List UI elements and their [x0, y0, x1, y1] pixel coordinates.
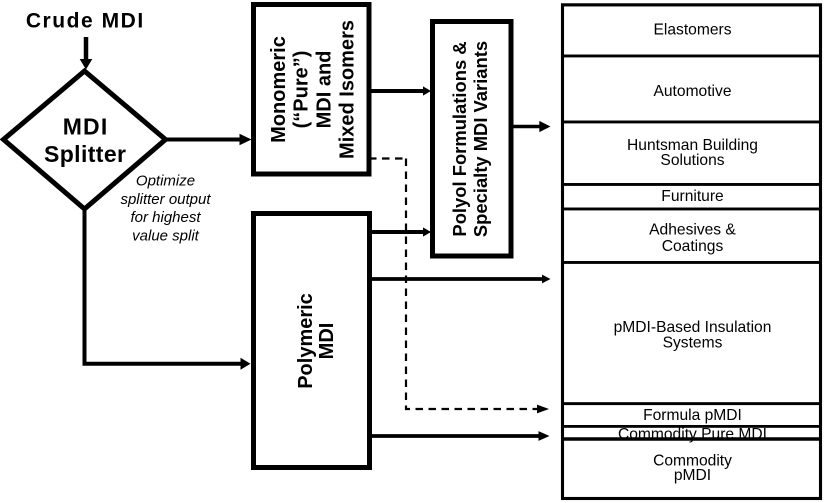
svg-text:splitter output: splitter output: [120, 191, 211, 208]
svg-text:MDI: MDI: [63, 114, 109, 140]
svg-text:Optimize: Optimize: [136, 173, 195, 190]
svg-text:Adhesives &: Adhesives &: [649, 222, 736, 239]
svg-text:for highest: for highest: [130, 209, 201, 226]
svg-text:Furniture: Furniture: [661, 188, 723, 205]
svg-text:Systems: Systems: [663, 335, 723, 352]
svg-text:Crude MDI: Crude MDI: [26, 9, 145, 32]
svg-text:(“Pure”): (“Pure”): [291, 51, 313, 129]
svg-text:MDI: MDI: [316, 323, 338, 360]
svg-text:value split: value split: [132, 227, 200, 244]
svg-text:Polyol Formulations &: Polyol Formulations &: [449, 41, 470, 236]
svg-text:MDI and: MDI and: [313, 51, 335, 129]
svg-text:Splitter: Splitter: [44, 141, 126, 167]
svg-text:Mixed Isomers: Mixed Isomers: [337, 20, 359, 159]
svg-text:Polymeric: Polymeric: [295, 293, 317, 389]
svg-text:Commodity Pure MDI: Commodity Pure MDI: [618, 426, 767, 443]
svg-text:Commodity: Commodity: [653, 453, 732, 470]
svg-text:Automotive: Automotive: [653, 83, 731, 100]
svg-text:pMDI-Based Insulation: pMDI-Based Insulation: [614, 319, 772, 336]
svg-text:Elastomers: Elastomers: [654, 22, 732, 39]
svg-text:Coatings: Coatings: [662, 238, 724, 255]
svg-text:Monomeric: Monomeric: [268, 36, 290, 143]
svg-text:Specialty MDI Variants: Specialty MDI Variants: [470, 41, 491, 237]
svg-text:Formula pMDI: Formula pMDI: [643, 407, 742, 424]
svg-text:Solutions: Solutions: [660, 152, 724, 169]
svg-text:pMDI: pMDI: [674, 467, 711, 484]
svg-text:Huntsman Building: Huntsman Building: [627, 137, 758, 154]
